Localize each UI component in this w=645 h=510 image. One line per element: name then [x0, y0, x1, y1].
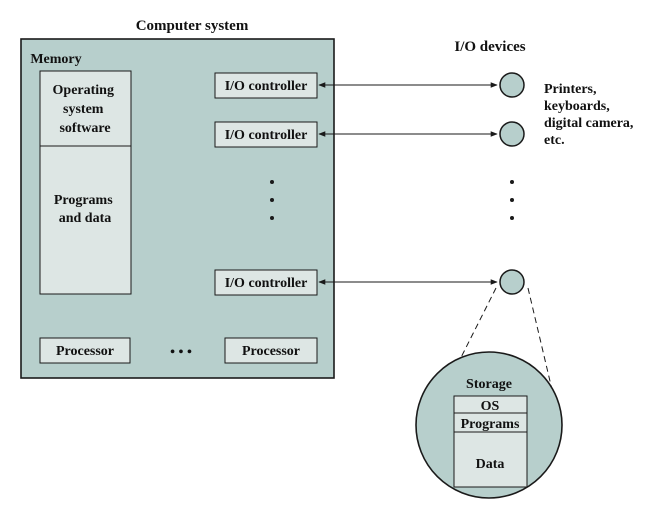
memory-programs-label: Programs and data	[54, 193, 116, 226]
ellipsis-dot	[270, 198, 274, 202]
storage-os-label: OS	[481, 399, 500, 414]
zoom-line	[431, 287, 497, 416]
processor-box	[224, 337, 318, 364]
processor-box	[39, 337, 131, 364]
storage-stack	[453, 395, 528, 488]
io-device-icon	[499, 269, 525, 295]
io-device-icon	[499, 121, 525, 147]
storage-title: Storage	[466, 377, 512, 392]
io-devices-title: I/O devices	[454, 39, 525, 55]
processor-label: Processor	[56, 344, 114, 359]
ellipsis-dot	[270, 180, 274, 184]
io-controller-box	[214, 121, 318, 148]
io-controller-box	[214, 72, 318, 99]
io-device-description: Printers, keyboards, digital camera, etc…	[544, 82, 637, 148]
ellipsis-dot	[510, 216, 514, 220]
processor-ellipsis: • • •	[170, 345, 192, 360]
memory-os-label: Operating system software	[53, 83, 118, 136]
computer-system-title: Computer system	[136, 18, 249, 34]
io-controller-label: I/O controller	[225, 79, 308, 94]
io-controller-box	[214, 269, 318, 296]
processor-label: Processor	[242, 344, 300, 359]
io-controller-label: I/O controller	[225, 128, 308, 143]
ellipsis-dot	[510, 198, 514, 202]
io-controller-label: I/O controller	[225, 276, 308, 291]
ellipsis-dot	[270, 216, 274, 220]
memory-box	[39, 70, 132, 295]
storage-programs-label: Programs	[461, 417, 520, 432]
zoom-line	[527, 287, 559, 416]
ellipsis-dot	[510, 180, 514, 184]
io-device-icon	[499, 72, 525, 98]
memory-label: Memory	[30, 52, 81, 67]
storage-data-label: Data	[476, 457, 505, 472]
